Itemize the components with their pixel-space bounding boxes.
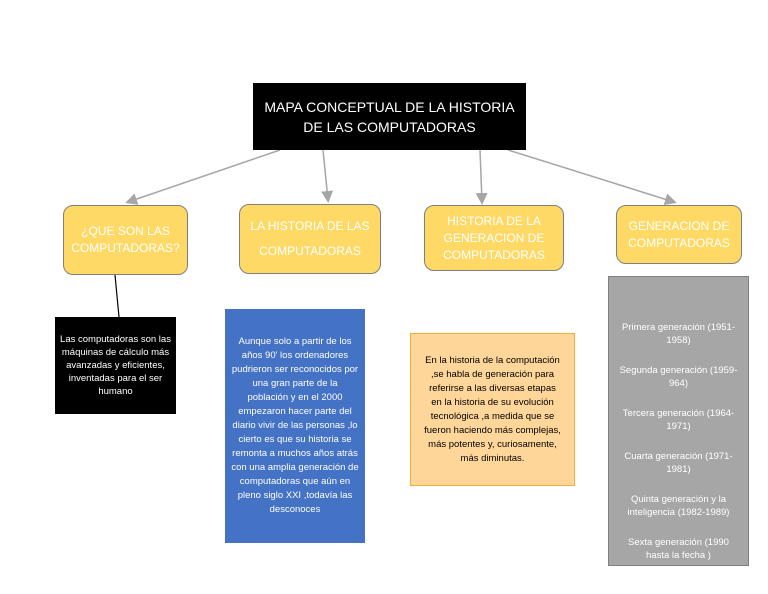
line-que-son-detail	[114, 274, 120, 318]
detail-historia: Aunque solo a partir de los años 90' los…	[225, 309, 365, 543]
detail-que-son: Las computadoras son las máquinas de cál…	[55, 317, 176, 414]
arrow-to-historia	[321, 149, 334, 203]
detail-historia-generacion: En la historia de la computación ,se hab…	[410, 333, 575, 486]
category-historia-generacion: HISTORIA DE LA GENERACION DE COMPUTADORA…	[424, 205, 564, 271]
generation-item: Cuarta generación (1971-1981)	[624, 451, 733, 475]
category-que-son: ¿QUE SON LAS COMPUTADORAS?	[63, 205, 188, 275]
generation-item: Sexta generación (1990 hasta la fecha )	[628, 537, 729, 561]
generation-item: Segunda generación (1959-964)	[619, 365, 738, 389]
detail-generaciones: Primera generación (1951-1958) Segunda g…	[608, 276, 749, 566]
map-title: MAPA CONCEPTUAL DE LA HISTORIA DE LAS CO…	[253, 83, 526, 150]
arrow-to-historia-generacion	[475, 149, 488, 205]
category-generacion: GENERACION DE COMPUTADORAS	[616, 205, 742, 264]
generation-item: Quinta generación y la inteligencia (198…	[627, 494, 730, 518]
arrow-to-generacion	[507, 149, 677, 206]
category-historia: LA HISTORIA DE LAS COMPUTADORAS	[239, 204, 381, 274]
generation-item: Primera generación (1951-1958)	[621, 322, 735, 346]
generation-item: Tercera generación (1964-1971)	[622, 408, 735, 432]
arrow-to-que-son	[125, 149, 281, 205]
